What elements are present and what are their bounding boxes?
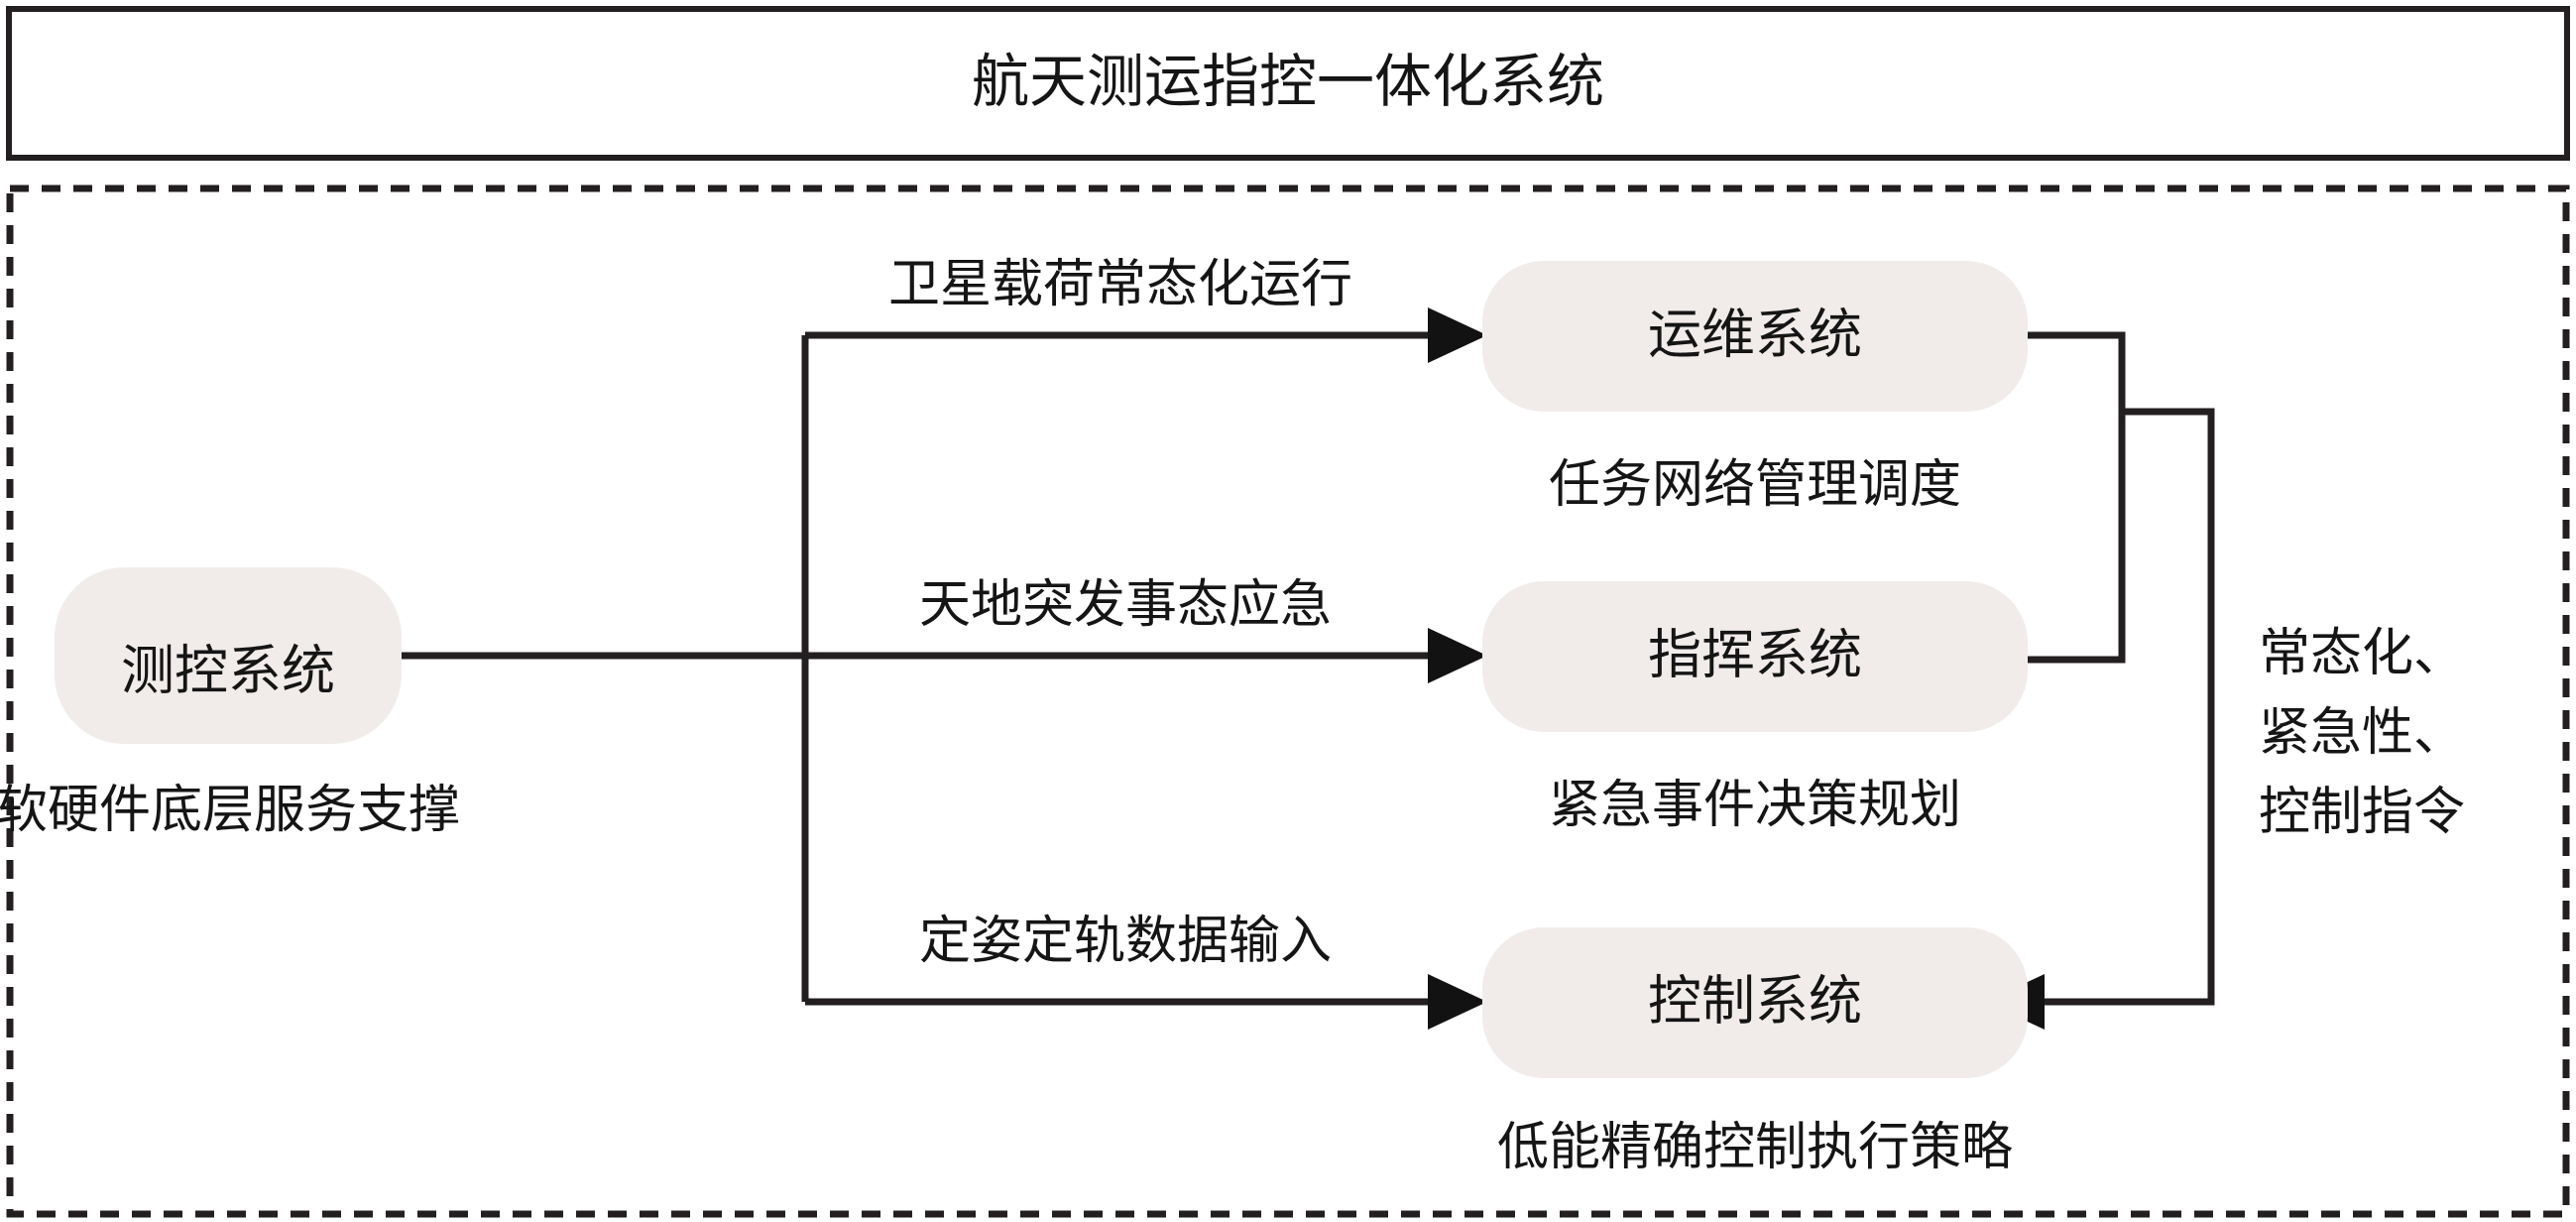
node-control-system-label: 控制系统 (1648, 970, 1862, 1033)
edge-label-satellite-payload: 卫星载荷常态化运行 (888, 255, 1352, 314)
node-operations-system[interactable] (1482, 261, 2028, 412)
node-command-system-label: 指挥系统 (1648, 624, 1862, 686)
page-title: 航天测运指控一体化系统 (972, 48, 1604, 115)
node-tracking-system[interactable] (55, 567, 402, 744)
node-command-system[interactable] (1482, 581, 2028, 732)
node-control-system[interactable] (1482, 927, 2028, 1078)
edge-label-feedback-line-3: 控制指令 (2259, 783, 2465, 842)
node-tracking-system-caption: 软硬件底层服务支撑 (0, 781, 460, 840)
edge-label-orbit-data-input: 定姿定轨数据输入 (919, 912, 1332, 971)
outer-dashed-frame (6, 184, 2570, 1218)
edge-label-feedback-line-2: 紧急性、 (2259, 703, 2465, 763)
node-control-system-caption: 低能精确控制执行策略 (1497, 1118, 2013, 1177)
edge-label-emergency-response: 天地突发事态应急 (919, 575, 1332, 635)
connector-command-feedback (2045, 408, 2215, 1006)
node-operations-system-label: 运维系统 (1648, 304, 1862, 366)
connector-operations-feedback (2028, 331, 2126, 664)
title-box (6, 6, 2570, 161)
node-command-system-caption: 紧急事件决策规划 (1549, 776, 1961, 835)
node-operations-system-caption: 任务网络管理调度 (1549, 455, 1961, 515)
arrowhead-command (1428, 628, 1487, 683)
edge-label-feedback-line-1: 常态化、 (2259, 624, 2465, 683)
arrowhead-operations (1428, 307, 1487, 363)
arrowhead-control (1428, 974, 1487, 1030)
node-tracking-system-label: 测控系统 (121, 640, 335, 702)
